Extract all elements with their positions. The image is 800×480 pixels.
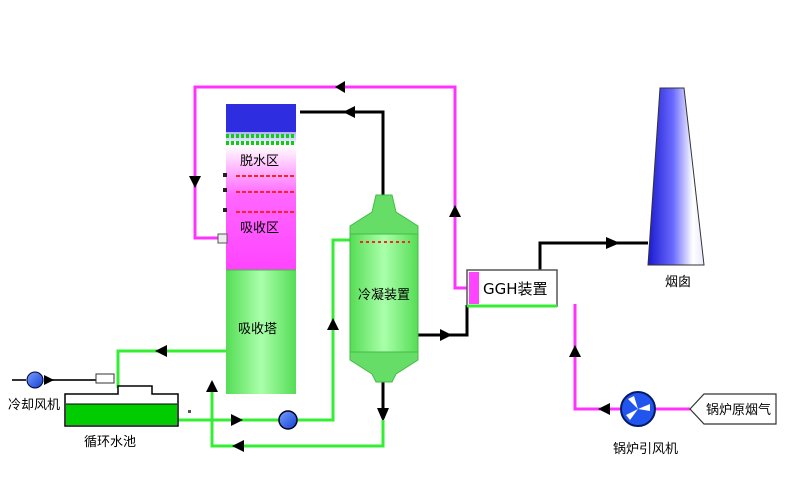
ggh-left-band (469, 272, 479, 304)
reheat-return-line (193, 85, 467, 290)
gas-inlet-nozzle (217, 233, 228, 244)
boiler-induced-fan: 锅炉引风机 (613, 391, 678, 457)
raw-flue-gas-line (573, 304, 620, 411)
tower-to-condenser-line (300, 110, 385, 195)
boiler-flue-gas-inlet: 锅炉原烟气 (656, 393, 777, 425)
pool-water (66, 404, 177, 425)
circulation-pool-label: 循环水池 (84, 435, 136, 450)
absorb-zone-label: 吸收区 (240, 221, 279, 236)
condenser-label: 冷凝装置 (358, 287, 410, 303)
pump-discharge-line (296, 238, 350, 422)
ggh-label: GGH装置 (483, 280, 548, 298)
tower-lower-body (226, 270, 296, 394)
cooling-fan-label: 冷却风机 (8, 398, 60, 413)
circulation-pump (278, 410, 298, 430)
water-arrows (155, 318, 339, 452)
chimney-label: 烟囱 (665, 275, 691, 290)
circulation-pool: 循环水池 (64, 385, 191, 450)
ggh-to-chimney-line (538, 241, 648, 270)
chimney-body (647, 87, 705, 266)
absorption-tower: 脱水区 吸收区 吸收塔 (217, 104, 296, 394)
clean-gas-arrows (343, 106, 620, 422)
boiler-induced-fan-label: 锅炉引风机 (613, 441, 678, 457)
condenser-to-ggh-line (418, 305, 469, 337)
flue-gas-tag (689, 393, 777, 425)
cooling-fan: 冷却风机 (8, 371, 115, 413)
condenser-bottom-cone (349, 351, 419, 383)
fan-blades-icon (626, 396, 650, 420)
flue-gas-arrows (189, 81, 610, 415)
absorb-tower-label: 吸收塔 (238, 322, 277, 337)
cooling-fan-icon (26, 371, 44, 389)
return-water-line (116, 349, 226, 388)
pump-icon (278, 410, 298, 430)
condenser-top-cone (349, 194, 419, 235)
tower-top-cap (226, 104, 296, 132)
condenser-body (349, 233, 419, 353)
condenser-unit: 冷凝装置 (349, 194, 419, 383)
dewater-zone-label: 脱水区 (240, 154, 279, 169)
condensate-return-line (210, 382, 385, 448)
ggh-unit: GGH装置 (466, 269, 558, 308)
boiler-flue-gas-label: 锅炉原烟气 (706, 402, 771, 418)
chimney: 烟囱 (647, 87, 705, 290)
